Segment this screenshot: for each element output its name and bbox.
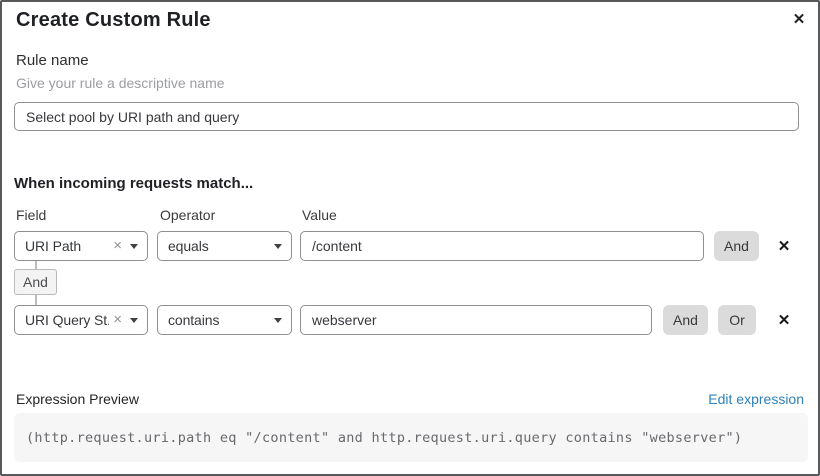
caret-down-icon (274, 243, 282, 249)
field-select-value: URI Query St... (25, 312, 110, 328)
field-column-label: Field (16, 207, 47, 223)
operator-column-label: Operator (160, 207, 216, 223)
operator-select-row-1[interactable]: equals (157, 231, 292, 261)
value-column-label: Value (302, 207, 337, 223)
rule-name-input[interactable] (14, 102, 799, 131)
edit-expression-link[interactable]: Edit expression (708, 391, 804, 407)
and-connector-badge: And (14, 269, 57, 295)
caret-down-icon (130, 317, 138, 323)
operator-select-row-2[interactable]: contains (157, 305, 292, 335)
caret-down-icon (274, 317, 282, 323)
rule-name-help-text: Give your rule a descriptive name (16, 75, 225, 91)
field-select-value: URI Path (25, 238, 81, 254)
add-and-condition-button-row-1[interactable]: And (714, 231, 759, 261)
close-icon[interactable]: ✕ (792, 11, 806, 28)
expression-code: (http.request.uri.path eq "/content" and… (26, 429, 743, 446)
rule-name-label: Rule name (16, 52, 89, 69)
operator-select-value: contains (168, 312, 220, 328)
add-and-condition-button-row-2[interactable]: And (663, 305, 708, 335)
remove-row-icon[interactable]: ✕ (777, 312, 791, 329)
remove-row-icon[interactable]: ✕ (777, 238, 791, 255)
match-section-heading: When incoming requests match... (14, 175, 254, 192)
operator-select-value: equals (168, 238, 209, 254)
expression-preview-label: Expression Preview (16, 391, 139, 407)
expression-code-block: (http.request.uri.path eq "/content" and… (14, 413, 808, 462)
connector-line (35, 295, 37, 305)
connector-line (35, 261, 37, 269)
field-select-row-1[interactable]: URI Path × (14, 231, 148, 261)
value-input-row-2[interactable] (300, 305, 652, 335)
clear-selection-icon[interactable]: × (113, 310, 122, 328)
field-select-row-2[interactable]: URI Query St... × (14, 305, 148, 335)
add-or-condition-button-row-2[interactable]: Or (718, 305, 756, 335)
caret-down-icon (130, 243, 138, 249)
dialog-title: Create Custom Rule (16, 9, 211, 31)
clear-selection-icon[interactable]: × (113, 236, 122, 254)
value-input-row-1[interactable] (300, 231, 704, 261)
